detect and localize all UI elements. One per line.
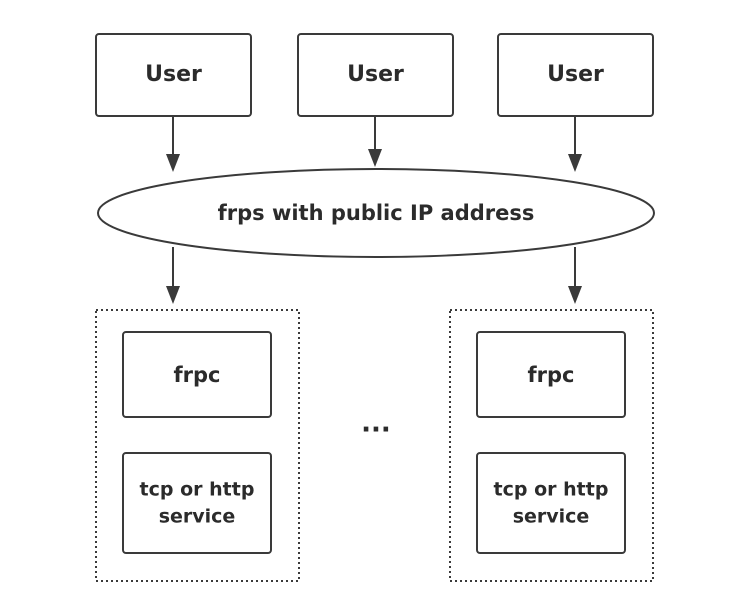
- client-group-1: frpc tcp or http service: [95, 309, 300, 582]
- arrow-head: [166, 154, 180, 172]
- client-group-2: frpc tcp or http service: [449, 309, 654, 582]
- user-node-3: User: [497, 33, 654, 117]
- user-node-2: User: [297, 33, 454, 117]
- frps-label: frps with public IP address: [218, 201, 535, 225]
- frps-server-node: frps with public IP address: [97, 168, 655, 258]
- frpc-box-1: [122, 331, 272, 418]
- client-group-border-1: [95, 309, 300, 582]
- service-box-2: [476, 452, 626, 554]
- service-label-2-line2: service: [513, 506, 590, 528]
- frpc-label-2: frpc: [528, 363, 575, 387]
- user-box-3: [497, 33, 654, 117]
- arrow-head: [568, 286, 582, 304]
- service-label-1-line1: tcp or http: [140, 479, 255, 501]
- user-box-1: [95, 33, 252, 117]
- arrow-head: [568, 154, 582, 172]
- frpc-box-2: [476, 331, 626, 418]
- user-node-1: User: [95, 33, 252, 117]
- user-label-1: User: [145, 62, 202, 87]
- frpc-label-1: frpc: [174, 363, 221, 387]
- service-label-1-line2: service: [159, 506, 236, 528]
- arrow-user2-to-frps: [368, 117, 382, 167]
- user-label-2: User: [347, 62, 404, 87]
- arrow-user3-to-frps: [568, 117, 582, 172]
- user-label-3: User: [547, 62, 604, 87]
- arrow-frps-to-client-1: [166, 247, 180, 304]
- client-group-border-2: [449, 309, 654, 582]
- more-clients-ellipsis: ...: [361, 409, 391, 439]
- service-label-2-line1: tcp or http: [494, 479, 609, 501]
- arrow-user1-to-frps: [166, 117, 180, 172]
- user-box-2: [297, 33, 454, 117]
- arrow-frps-to-client-2: [568, 247, 582, 304]
- arrow-head: [166, 286, 180, 304]
- arrow-head: [368, 149, 382, 167]
- service-box-1: [122, 452, 272, 554]
- frps-ellipse: [97, 168, 655, 258]
